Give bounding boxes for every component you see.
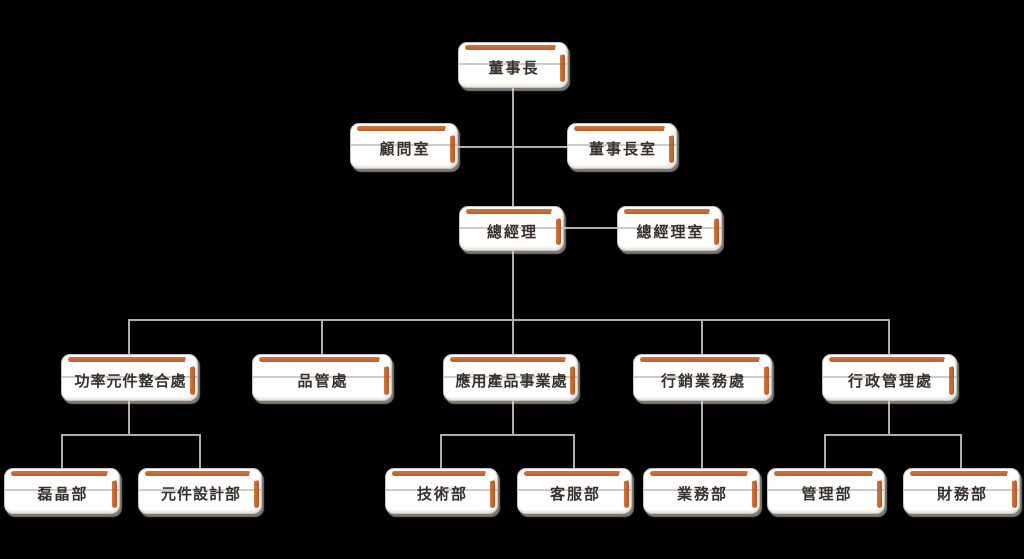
- corner-highlight: [619, 470, 630, 481]
- node-seam-line: [386, 489, 497, 492]
- node-seam-line: [444, 375, 577, 378]
- corner-highlight: [565, 356, 576, 367]
- connector-admin-down: [888, 400, 890, 436]
- org-node-label: 功率元件整合處: [74, 372, 187, 390]
- connector-power-bus: [61, 434, 201, 436]
- corner-highlight: [249, 470, 260, 481]
- org-node-chairman[interactable]: 董事長: [458, 42, 568, 88]
- org-node-device-design-dept[interactable]: 元件設計部: [138, 468, 262, 514]
- corner-highlight: [709, 208, 720, 219]
- node-seam-line: [904, 489, 1019, 492]
- org-node-marketing-sales-division[interactable]: 行銷業務處: [633, 354, 772, 401]
- connector-marketing-down: [701, 400, 703, 469]
- org-node-gm-office[interactable]: 總經理室: [617, 206, 722, 251]
- node-seam-line: [768, 489, 884, 492]
- org-node-label: 財務部: [936, 486, 988, 503]
- org-node-management-dept[interactable]: 管理部: [767, 468, 885, 514]
- connector-power-down: [128, 400, 130, 436]
- corner-highlight: [185, 356, 196, 367]
- node-seam-line: [62, 375, 197, 378]
- corner-highlight: [555, 44, 566, 55]
- org-node-label: 管理部: [801, 486, 853, 503]
- connector-app-bus: [441, 434, 575, 436]
- node-seam-line: [459, 63, 567, 66]
- node-seam-line: [139, 489, 261, 492]
- corner-highlight: [551, 208, 562, 219]
- connector-row2-offices: [458, 146, 567, 148]
- corner-highlight: [445, 125, 456, 136]
- node-seam-line: [253, 375, 391, 378]
- corner-highlight: [1007, 470, 1018, 481]
- org-node-epitaxy-dept[interactable]: 磊晶部: [4, 468, 120, 514]
- corner-highlight: [747, 470, 758, 481]
- connector-admin-bus: [825, 434, 962, 436]
- org-node-label: 業務部: [676, 486, 728, 503]
- node-seam-line: [460, 226, 563, 229]
- org-node-label: 磊晶部: [37, 486, 89, 503]
- org-node-label: 應用產品事業處: [455, 372, 568, 390]
- org-node-label: 技術部: [416, 486, 468, 503]
- org-node-label: 行銷業務處: [660, 372, 746, 390]
- corner-highlight: [944, 356, 955, 367]
- connector-drop-service: [573, 434, 575, 469]
- corner-highlight: [872, 470, 883, 481]
- org-node-label: 總經理: [486, 223, 538, 241]
- corner-highlight: [379, 356, 390, 367]
- org-node-power-device-division[interactable]: 功率元件整合處: [61, 354, 198, 401]
- org-node-customer-service-dept[interactable]: 客服部: [517, 468, 632, 514]
- org-node-qa-division[interactable]: 品管處: [252, 354, 392, 401]
- org-node-label: 客服部: [549, 486, 601, 503]
- connector-drop-finance: [960, 434, 962, 469]
- org-node-chairman-office[interactable]: 董事長室: [567, 123, 677, 169]
- org-node-tech-dept[interactable]: 技術部: [385, 468, 498, 514]
- org-node-sales-dept[interactable]: 業務部: [643, 468, 760, 514]
- node-seam-line: [568, 144, 676, 147]
- connector-division-bus: [129, 319, 890, 321]
- node-seam-line: [634, 375, 771, 378]
- org-node-general-manager[interactable]: 總經理: [459, 206, 564, 251]
- node-seam-line: [5, 489, 119, 492]
- corner-highlight: [664, 125, 675, 136]
- org-node-label: 行政管理處: [847, 372, 933, 390]
- connector-drop-management: [824, 434, 826, 469]
- connector-drop-admin: [888, 319, 890, 356]
- node-seam-line: [618, 226, 721, 229]
- org-node-advisor-office[interactable]: 顧問室: [350, 123, 458, 169]
- node-seam-line: [823, 375, 956, 378]
- connector-drop-epitaxy: [61, 434, 63, 469]
- node-seam-line: [351, 144, 457, 147]
- connector-gm-office: [564, 227, 617, 229]
- org-node-label: 董事長: [488, 60, 540, 77]
- connector-drop-power: [128, 319, 130, 356]
- node-seam-line: [644, 489, 759, 492]
- corner-highlight: [107, 470, 118, 481]
- org-node-label: 顧問室: [379, 141, 431, 158]
- connector-app-down: [512, 400, 514, 436]
- org-node-label: 總經理室: [636, 223, 705, 241]
- org-node-label: 元件設計部: [160, 486, 241, 503]
- org-node-finance-dept[interactable]: 財務部: [903, 468, 1020, 514]
- org-node-label: 品管處: [297, 372, 349, 390]
- corner-highlight: [759, 356, 770, 367]
- org-node-app-product-division[interactable]: 應用產品事業處: [443, 354, 578, 401]
- connector-drop-app: [512, 319, 514, 356]
- connector-drop-device-design: [199, 434, 201, 469]
- corner-highlight: [485, 470, 496, 481]
- org-node-admin-mgmt-division[interactable]: 行政管理處: [822, 354, 957, 401]
- node-seam-line: [518, 489, 631, 492]
- connector-gm-trunk: [512, 251, 514, 321]
- org-node-label: 董事長室: [588, 141, 657, 158]
- connector-drop-marketing: [701, 319, 703, 356]
- connector-drop-tech: [440, 434, 442, 469]
- connector-drop-qa: [321, 319, 323, 356]
- connector-chairman-trunk: [512, 88, 514, 208]
